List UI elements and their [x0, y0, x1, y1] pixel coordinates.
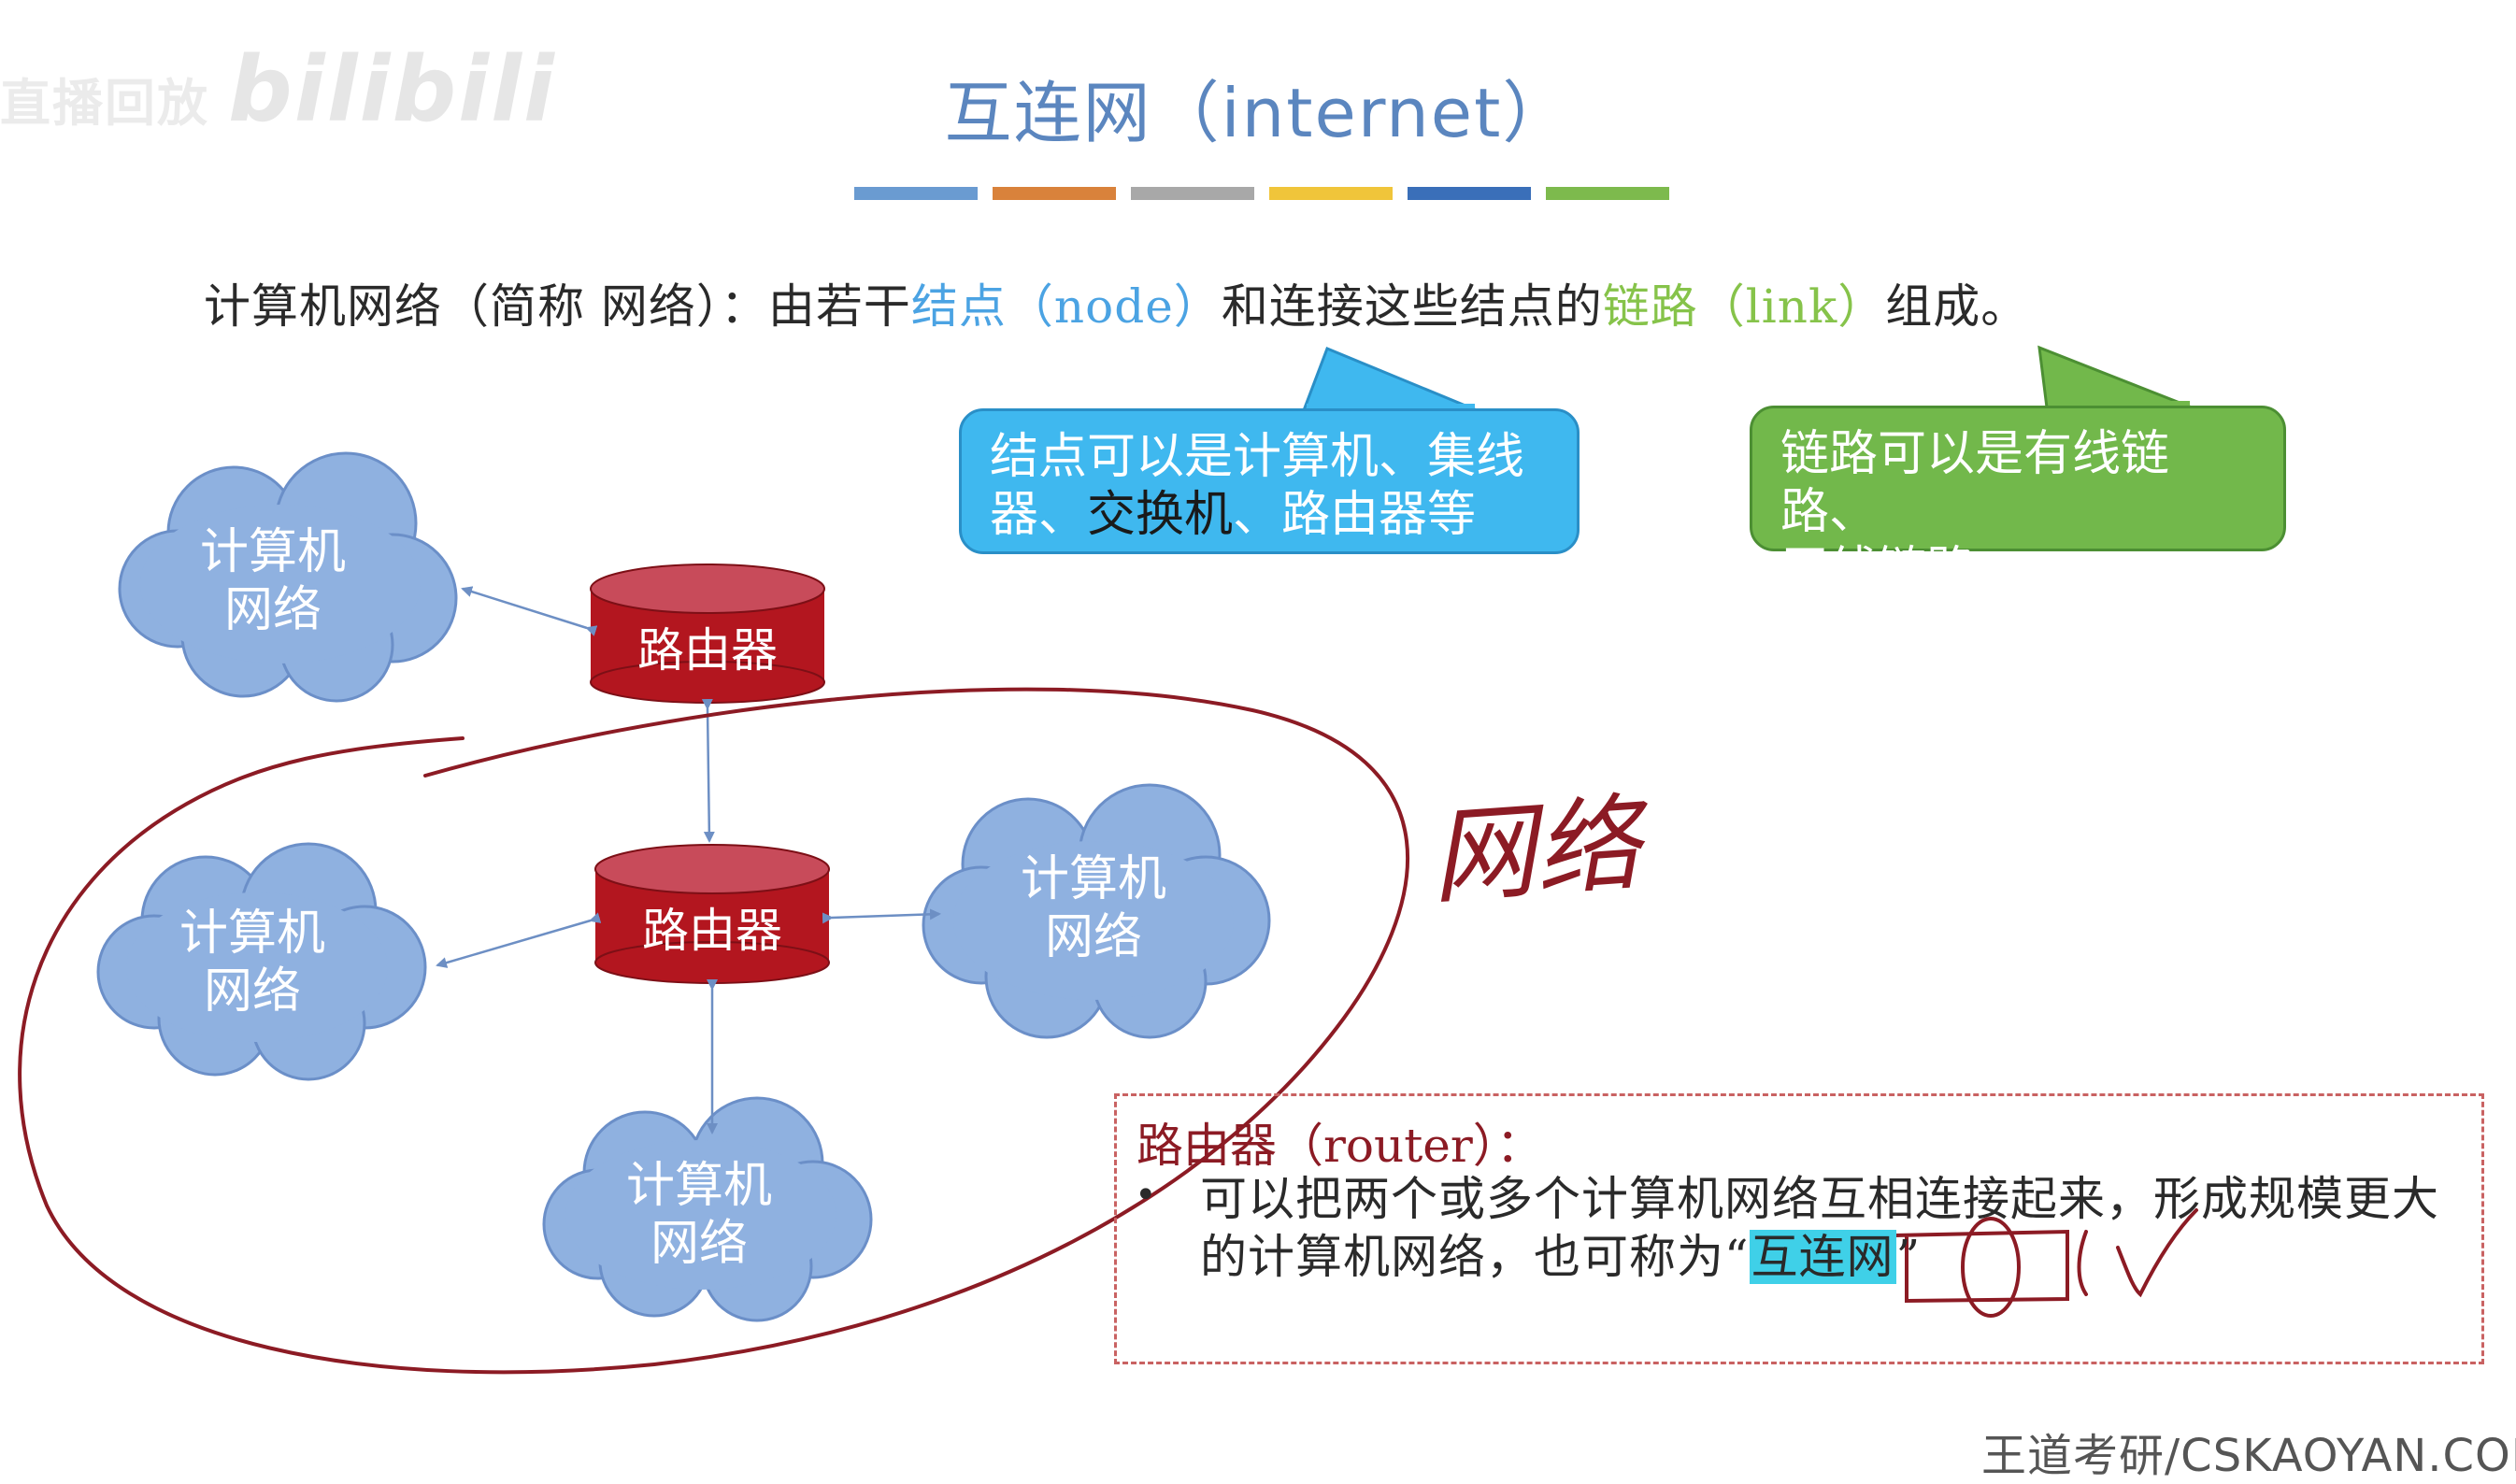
connectors [436, 586, 941, 1134]
nodes-callout: 结点可以是计算机、集线 器、交换机、路由器等 [959, 408, 1580, 554]
nodes-callout-line2a: 器、 [990, 487, 1088, 543]
router-label-top: 路由器 [637, 623, 778, 678]
cloud-label-middle-left: 计算机 网络 [140, 905, 365, 1020]
definition-part1: 计算机网络（简称 网络）：由若干 [204, 279, 911, 334]
color-bar-3 [1131, 187, 1254, 200]
definition-node: 结点（node） [910, 279, 1222, 334]
footer-brand: 王道考研/CSKAOYAN.COM [1981, 1430, 2516, 1482]
slide-title: 互连网（internet） [944, 74, 1572, 152]
cloud-label-top-left: 计算机 网络 [161, 523, 385, 639]
definition-part2: 和连接这些结点的 [1221, 279, 1603, 334]
bilibili-logo: bilibili [228, 37, 556, 142]
network-diagram [18, 451, 2198, 1375]
color-bar-1 [854, 187, 978, 200]
router-top [590, 564, 825, 704]
handwritten-network-note: 网络 [1426, 783, 1644, 920]
router-label-middle: 路由器 [642, 904, 782, 958]
nodes-callout-line2: 器、交换机、路由器等 [990, 486, 1549, 544]
router-description-end: ” [1895, 1230, 1922, 1284]
checkmark [2077, 1208, 2198, 1298]
watermark: 直播回放 bilibili [0, 37, 556, 142]
cloud-label-line2: 网络 [650, 1216, 748, 1272]
nodes-callout-line1: 结点可以是计算机、集线 [990, 429, 1525, 485]
cloud-label-line1: 计算机 [179, 906, 325, 962]
cloud-label-middle-right: 计算机 网络 [981, 850, 1206, 966]
cloud-label-line2: 网络 [1044, 909, 1142, 965]
router-description-text: 可以把两个或多个计算机网络互相连接起来，形成规模更大的计算机网络，也可称为“ [1200, 1172, 2439, 1284]
cloud-label-bottom: 计算机 网络 [587, 1157, 811, 1273]
router-description: 可以把两个或多个计算机网络互相连接起来，形成规模更大的计算机网络，也可称为“互连… [1200, 1170, 2462, 1286]
network-definition: 计算机网络（简称 网络）：由若干结点（node）和连接这些结点的链路（link）… [204, 269, 2028, 336]
cloud-label-line1: 计算机 [1020, 851, 1166, 907]
cloud-label-line1: 计算机 [625, 1158, 772, 1214]
network-circle [18, 687, 1410, 1375]
highlight-ellipse [1961, 1217, 2021, 1318]
color-bar-4 [1269, 187, 1393, 200]
cloud-label-line2: 网络 [203, 963, 301, 1020]
color-bar-5 [1408, 187, 1531, 200]
cloud-middle-right [922, 783, 1271, 1039]
router-definition-box [1114, 1093, 2484, 1364]
links-callout-line2: 无线链路 [1780, 542, 1976, 598]
cloud-label-line1: 计算机 [199, 524, 346, 580]
links-callout-line1: 链路可以是有线链路、 [1780, 426, 2170, 540]
router-heading: 路由器（router）： [1136, 1119, 1543, 1173]
watermark-text: 直播回放 [0, 74, 209, 133]
nodes-callout-switch: 交换机 [1087, 487, 1234, 543]
cloud-bottom [542, 1096, 873, 1322]
cloud-top-left [118, 451, 458, 703]
cloud-label-line2: 网络 [223, 582, 322, 638]
definition-part3: 组成。 [1885, 279, 2029, 334]
bullet-dot: • [1135, 1174, 1157, 1217]
handwritten-annotations [18, 687, 2198, 1375]
links-callout: 链路可以是有线链路、 无线链路 [1750, 406, 2286, 598]
slide: 直播回放 bilibili 互连网（internet） 计算机网络（简称 网络）：… [0, 37, 2516, 1482]
color-bar-2 [993, 187, 1116, 200]
definition-link: 链路（link） [1602, 279, 1886, 334]
cloud-middle-left [96, 842, 427, 1081]
internet-highlight: 互连网 [1749, 1230, 1896, 1284]
color-bar-6 [1546, 187, 1669, 200]
nodes-callout-line2c: 、路由器等 [1233, 487, 1477, 543]
